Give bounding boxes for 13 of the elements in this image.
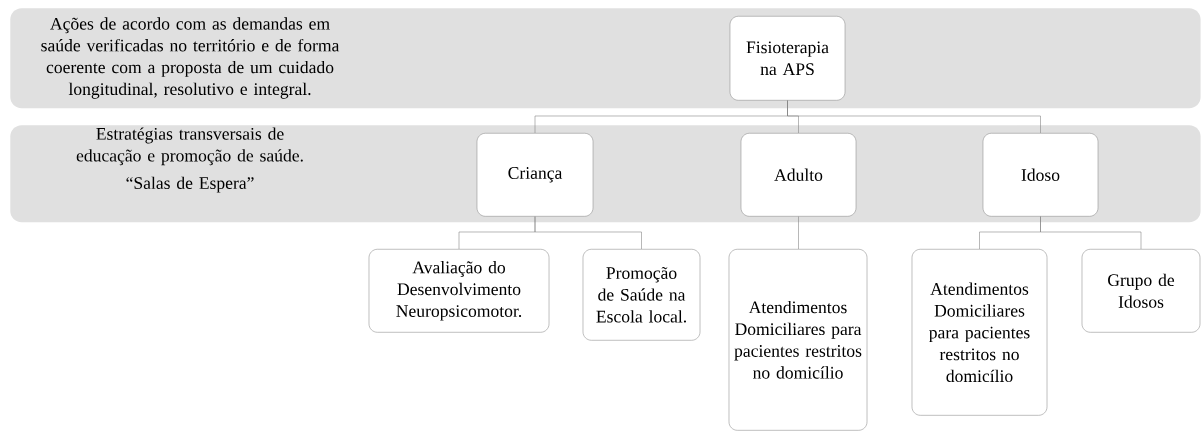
category-box: Avaliação do Desenvolvimento Neuropsicomotor. <box>368 249 550 333</box>
category-box: Promoção de Saúde na Escola local. <box>582 249 701 341</box>
category-box: Atendimentos Domiciliares para pacientes restritos no domicílio <box>911 249 1048 416</box>
category-box: Criança <box>476 133 594 217</box>
category-box: Atendimentos Domiciliares para pacientes restritos no domicílio <box>728 249 868 431</box>
category-box: Fisioterapia na APS <box>729 16 846 101</box>
connector <box>1040 216 1142 250</box>
category-box: Adulto <box>740 133 857 217</box>
category-box: Grupo de Idosos <box>1081 249 1201 333</box>
connector <box>798 216 799 250</box>
connector <box>534 216 642 250</box>
connector <box>787 100 1041 134</box>
category-box: Idoso <box>982 133 1099 217</box>
